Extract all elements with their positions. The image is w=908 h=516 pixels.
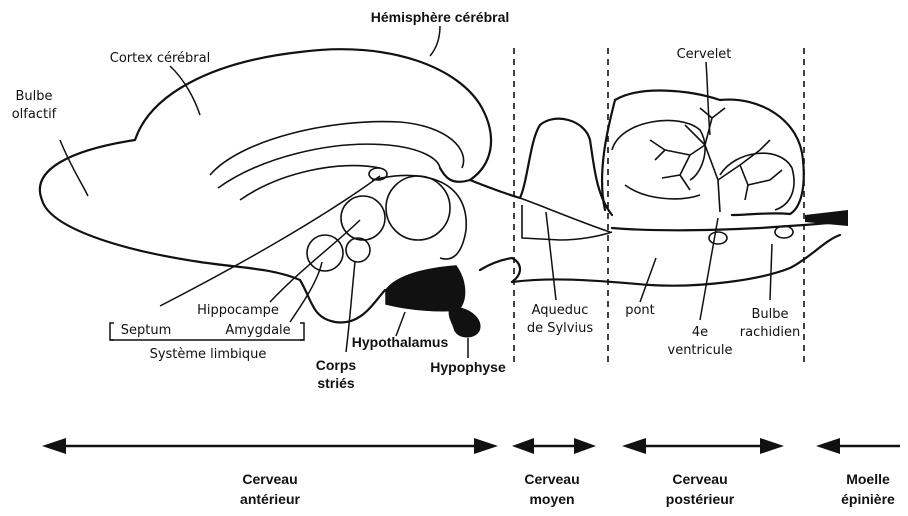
region-arrows xyxy=(42,438,900,454)
region-anterieur-line1: Cerveau xyxy=(242,471,297,487)
leader-septum xyxy=(160,176,380,306)
region-posterieur-line2: postérieur xyxy=(666,491,735,507)
cingulate-curve-inner xyxy=(218,144,440,188)
leader-bulbe-olfactif xyxy=(60,140,88,196)
arrow-moyen-right xyxy=(574,438,596,454)
leader-hypothalamus xyxy=(396,312,405,336)
cerebellum-lobe-2 xyxy=(720,153,794,210)
region-anterieur-line2: antérieur xyxy=(240,491,300,507)
nucleus-large xyxy=(386,176,450,240)
arrow-anterieur-left xyxy=(42,438,66,454)
leader-hippocampe xyxy=(270,220,360,302)
arrow-moelle-left xyxy=(816,438,840,454)
label-ventricule: ventricule xyxy=(668,343,733,358)
hypophyse-region xyxy=(449,306,481,338)
cerebellum-outline xyxy=(602,91,804,215)
region-posterieur-line1: Cerveau xyxy=(672,471,727,487)
corpus-callosum xyxy=(240,166,380,200)
pons-bump-2 xyxy=(775,226,793,238)
label-pont: pont xyxy=(625,303,655,318)
limbic-bracket-right xyxy=(300,323,304,340)
brainstem-lower xyxy=(512,235,840,286)
label-bulbe-olfactif-2: olfactif xyxy=(12,107,57,122)
arrow-posterieur-left xyxy=(622,438,646,454)
midbrain-inner xyxy=(520,198,610,232)
pons-bump-1 xyxy=(709,232,727,244)
region-moyen-line1: Cerveau xyxy=(524,471,579,487)
arrow-posterieur-right xyxy=(760,438,784,454)
label-hemisphere: Hémisphère cérébral xyxy=(371,9,510,25)
label-bulbe-rachidien-1: Bulbe xyxy=(751,307,788,322)
label-bulbe-rachidien-2: rachidien xyxy=(740,325,800,340)
label-bulbe-olfactif-1: Bulbe xyxy=(15,89,52,104)
label-cortex: Cortex cérébral xyxy=(110,51,210,66)
hypothalamus-region xyxy=(386,266,465,311)
label-4e: 4e xyxy=(692,325,708,340)
label-hypothalamus: Hypothalamus xyxy=(352,334,449,350)
label-hippocampe: Hippocampe xyxy=(197,303,279,318)
label-amygdale: Amygdale xyxy=(225,323,290,338)
label-corps-2: striés xyxy=(317,375,355,391)
leader-4e-ventricule xyxy=(700,218,718,320)
cerebellum-lobe-1 xyxy=(612,120,705,180)
label-aqueduc-2: de Sylvius xyxy=(527,321,593,336)
limbic-bracket-left xyxy=(110,323,114,340)
arbor-vitae xyxy=(650,108,782,212)
region-moyen-line2: moyen xyxy=(529,491,574,507)
label-septum: Septum xyxy=(121,323,172,338)
leader-cortex xyxy=(170,66,200,115)
leader-hemisphere xyxy=(430,26,440,56)
leader-bulbe-rachidien xyxy=(770,244,772,300)
region-moelle-line1: Moelle xyxy=(846,471,890,487)
arrow-moyen-left xyxy=(512,438,534,454)
nucleus-small xyxy=(346,238,370,262)
arrow-anterieur-right xyxy=(474,438,498,454)
label-systeme-limbique: Système limbique xyxy=(150,347,267,362)
leader-cervelet xyxy=(706,62,710,135)
region-moelle-line2: épinière xyxy=(841,491,895,507)
midbrain-box xyxy=(522,205,612,240)
thalamus-curve xyxy=(372,175,466,259)
label-corps-1: Corps xyxy=(316,357,357,373)
brainstem-upper xyxy=(612,222,840,230)
label-cervelet: Cervelet xyxy=(677,47,732,62)
label-hypophyse: Hypophyse xyxy=(430,359,506,375)
label-aqueduc-1: Aqueduc xyxy=(532,303,589,318)
leader-aqueduc xyxy=(546,212,556,300)
leader-pont xyxy=(640,258,656,302)
nucleus-middle xyxy=(341,196,385,240)
brain-outline xyxy=(40,49,848,337)
